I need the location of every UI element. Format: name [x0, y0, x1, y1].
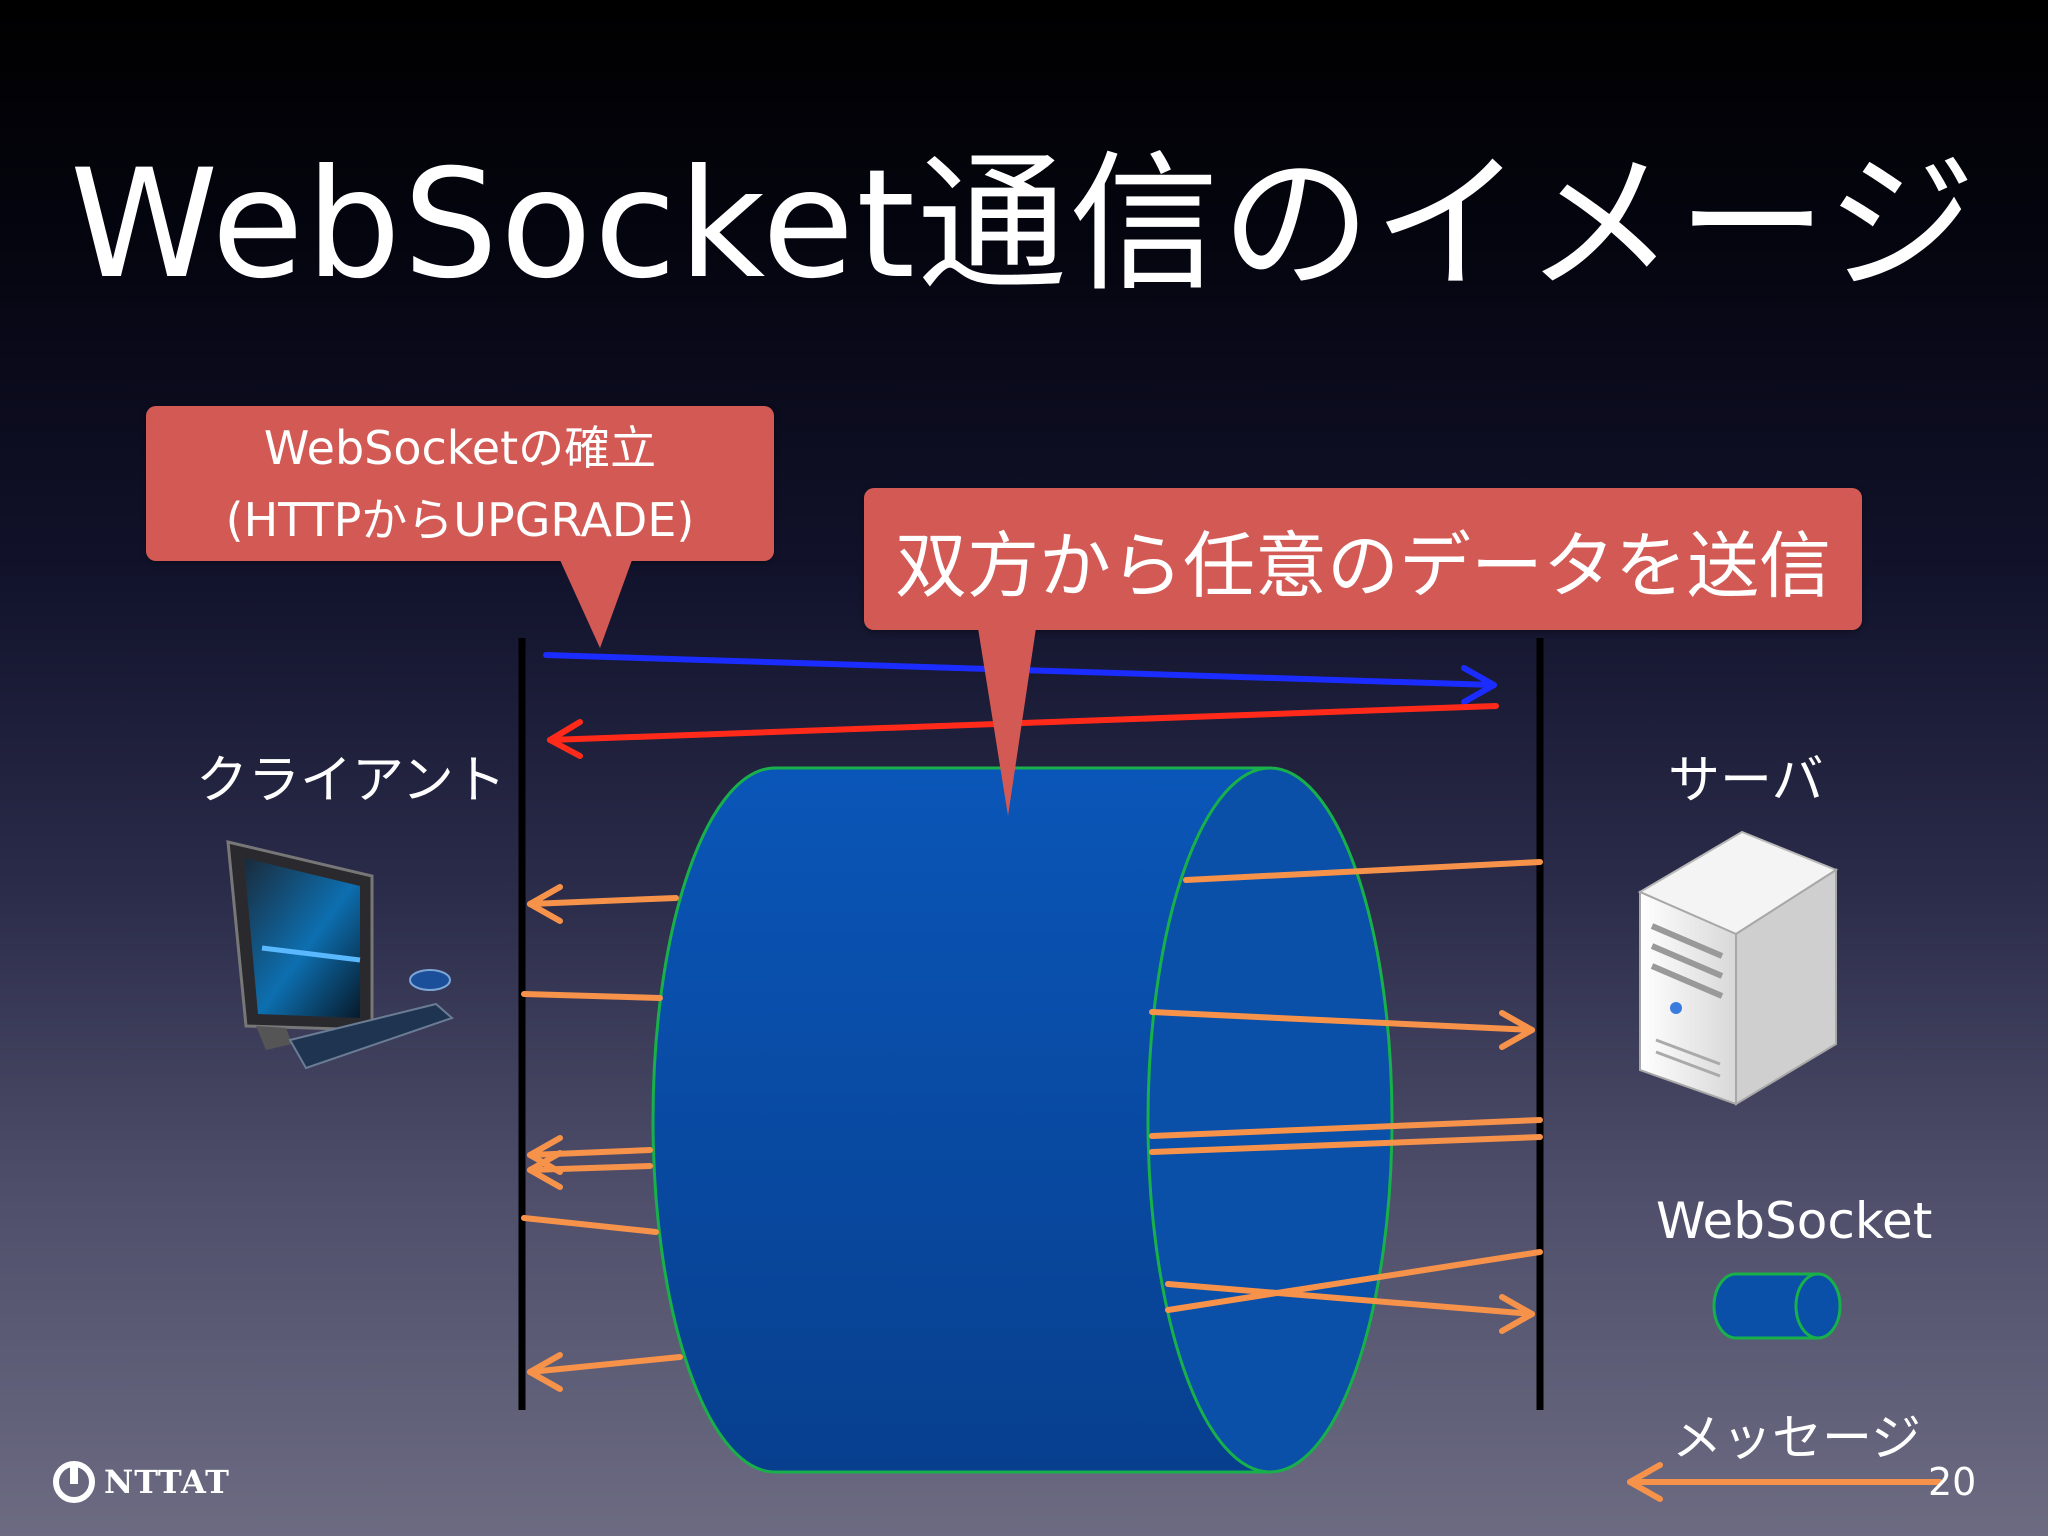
logo-icon: [53, 1461, 95, 1503]
message-arrow-to-server-1: [521, 991, 1535, 1050]
logo-text: NTTAT: [104, 1463, 230, 1501]
legend-message-arrow-icon: [1627, 1462, 1943, 1502]
callout-establish-line2: (HTTPからUPGRADE): [225, 492, 695, 547]
company-logo: NTTAT: [52, 1460, 230, 1504]
handshake-response-arrow: [547, 703, 1499, 759]
callout-bidirectional-text: 双方から任意のデータを送信: [894, 523, 1831, 608]
callout-bidirectional: 双方から任意のデータを送信: [864, 488, 1862, 630]
server-label: サーバ: [1668, 751, 1824, 811]
legend-websocket-tube-icon: [1712, 1272, 1842, 1340]
legend-message-label: メッセージ: [1672, 1409, 1921, 1467]
callout-websocket-establish: WebSocketの確立 (HTTPからUPGRADE): [146, 406, 774, 561]
callout-bidirectional-pointer: [978, 628, 1036, 816]
legend-websocket-label: WebSocket: [1656, 1192, 1933, 1250]
callout-establish-line1: WebSocketの確立: [263, 420, 657, 475]
message-arrow-to-client-3: [527, 1134, 1543, 1190]
websocket-tube: [651, 766, 1394, 1474]
message-arrow-to-server-2: [521, 1215, 1535, 1334]
client-computer-icon: [226, 840, 454, 1070]
client-label: クライアント: [196, 751, 506, 811]
message-arrow-to-client-1: [527, 859, 1543, 924]
page-number: 20: [1928, 1460, 1977, 1504]
callout-establish-pointer: [560, 560, 632, 648]
message-arrow-to-client-4: [527, 1249, 1543, 1392]
slide-title: WebSocket通信のイメージ: [69, 138, 1979, 312]
server-icon: [1637, 830, 1839, 1106]
